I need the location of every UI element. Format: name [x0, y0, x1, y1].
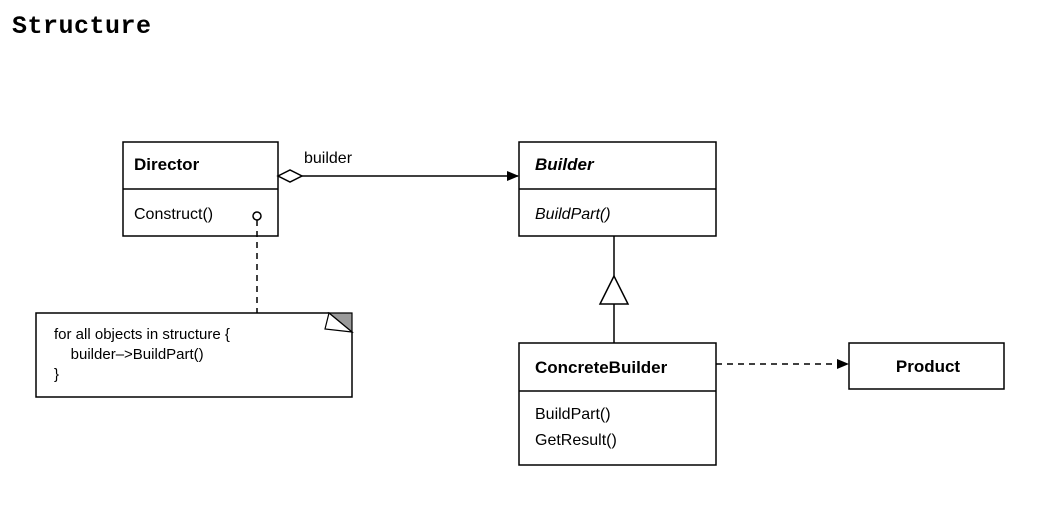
note-connector	[252, 211, 262, 313]
note-line-1: for all objects in structure {	[54, 326, 230, 343]
builder-class-name: Builder	[535, 155, 595, 174]
builder-class[interactable]: Builder BuildPart()	[518, 141, 717, 237]
association-role-label: builder	[304, 150, 353, 167]
inheritance-relationship	[598, 236, 630, 343]
product-class[interactable]: Product	[848, 342, 1005, 390]
director-class[interactable]: Director Construct()	[122, 141, 279, 237]
aggregation-diamond	[276, 169, 304, 183]
note-line-3: }	[54, 366, 59, 383]
product-class-name: Product	[896, 357, 961, 376]
concrete-builder-class[interactable]: ConcreteBuilder BuildPart() GetResult()	[518, 342, 717, 466]
director-operation-construct: Construct()	[134, 206, 213, 223]
concrete-builder-operation-getresult: GetResult()	[535, 432, 617, 449]
section-title: Structure	[12, 12, 152, 41]
builder-operation-buildpart: BuildPart()	[535, 206, 611, 223]
concrete-builder-class-name: ConcreteBuilder	[535, 358, 668, 377]
code-note: for all objects in structure { builder–>…	[35, 311, 354, 398]
inheritance-triangle	[598, 274, 630, 305]
concrete-builder-operation-buildpart: BuildPart()	[535, 406, 611, 423]
director-builder-aggregation: builder	[276, 150, 519, 183]
note-line-2: builder–>BuildPart()	[54, 346, 204, 363]
director-class-name: Director	[134, 155, 200, 174]
